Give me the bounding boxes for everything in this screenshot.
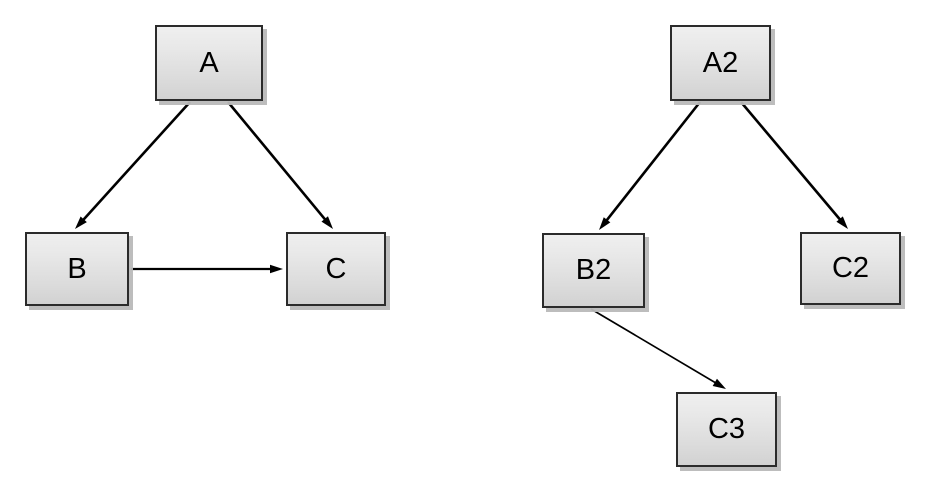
- node-label-b: B: [67, 252, 87, 285]
- arrowhead-A2-to-C2: [836, 216, 848, 229]
- arrowhead-A-to-C: [321, 216, 333, 229]
- edge-line-B2-to-C3: [590, 308, 718, 385]
- edge-line-A2-to-B2: [604, 101, 702, 223]
- node-b[interactable]: B: [25, 232, 129, 306]
- edge-line-A-to-C: [226, 101, 328, 223]
- node-c[interactable]: C: [286, 232, 386, 306]
- node-a[interactable]: A: [155, 25, 263, 101]
- node-c3[interactable]: C3: [676, 392, 777, 467]
- arrowhead-A2-to-B2: [599, 217, 611, 230]
- arrowhead-A-to-B: [75, 216, 87, 229]
- node-c2[interactable]: C2: [800, 232, 901, 305]
- node-label-c3: C3: [707, 413, 746, 445]
- arrowhead-B2-to-C3: [712, 378, 726, 389]
- node-label-b2: B2: [575, 254, 612, 286]
- node-label-a: A: [199, 46, 219, 79]
- arrowhead-B-to-C: [270, 264, 283, 274]
- edge-line-A-to-B: [80, 101, 191, 223]
- node-label-c2: C2: [831, 252, 870, 284]
- node-label-c: C: [325, 252, 347, 285]
- edge-line-A2-to-C2: [740, 101, 843, 223]
- node-a2[interactable]: A2: [670, 25, 771, 101]
- node-b2[interactable]: B2: [542, 233, 645, 308]
- node-label-a2: A2: [702, 46, 739, 79]
